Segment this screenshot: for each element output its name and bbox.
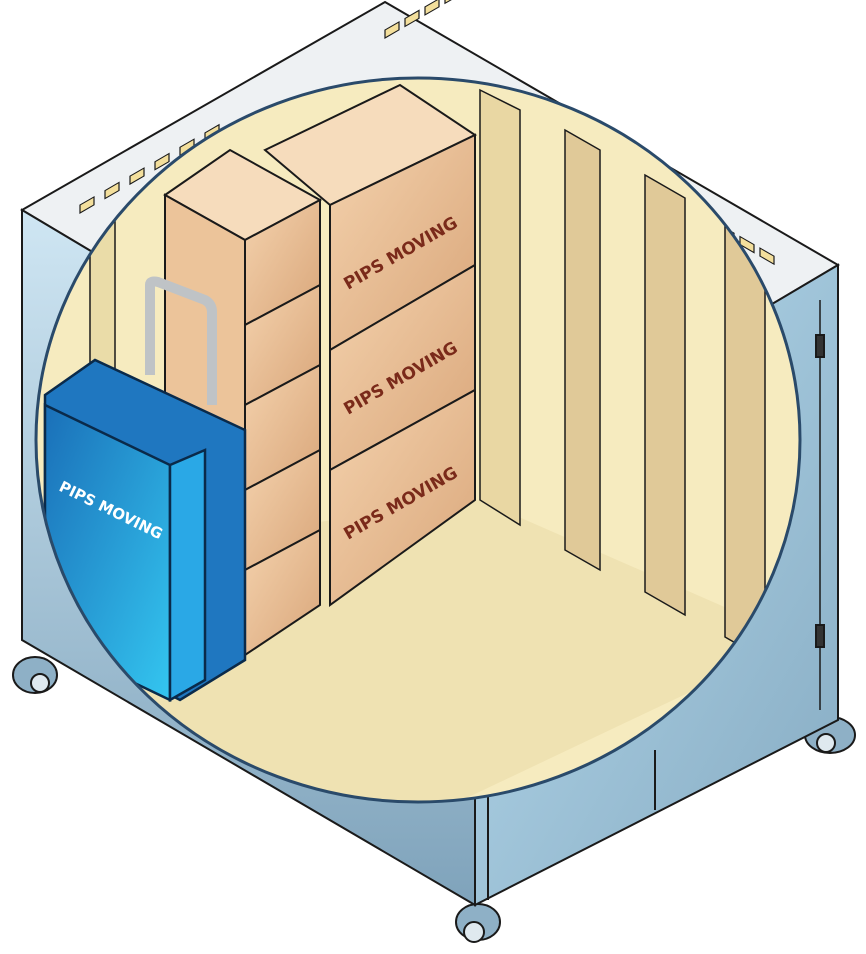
- wheels: [12, 656, 856, 943]
- cutaway-edge: [34, 76, 802, 804]
- suitcase-handle: [145, 276, 217, 405]
- wall-ribs: [89, 88, 766, 662]
- moving-boxes: [163, 83, 478, 657]
- roof-vents: [79, 0, 775, 266]
- suitcase: [43, 358, 247, 703]
